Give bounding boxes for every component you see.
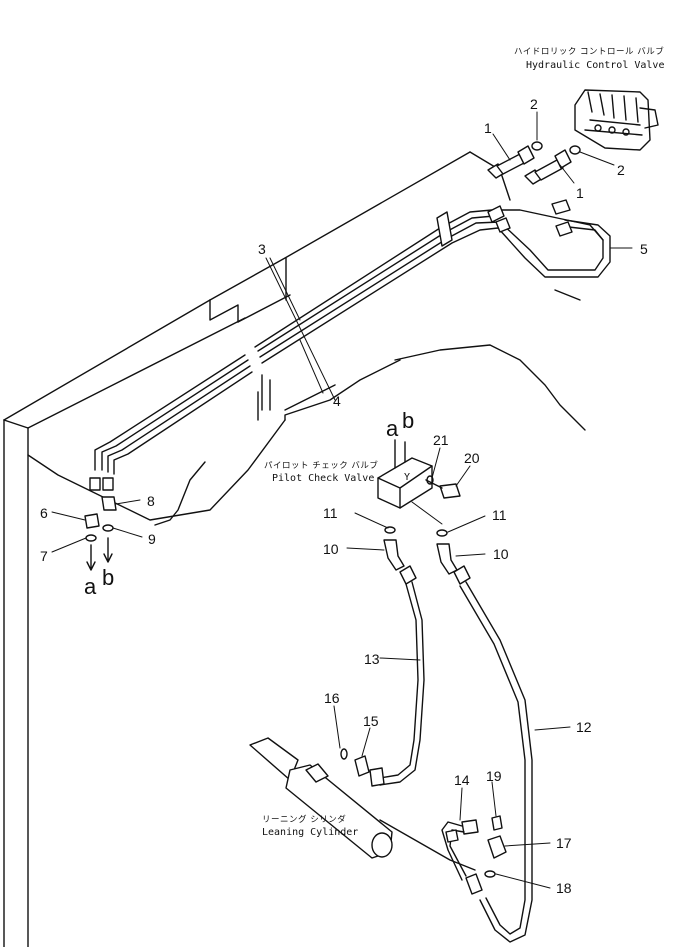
connector-b-left: b (102, 565, 114, 590)
callout-1-upper: 1 (484, 120, 492, 136)
callout-21: 21 (433, 432, 449, 448)
pilot-check-valve: Y (377, 439, 433, 509)
lc-label-jp: リーニング シリンダ (262, 814, 346, 825)
callout-1-lower: 1 (576, 185, 584, 201)
connector-8 (101, 496, 117, 511)
leaning-cylinder (249, 737, 476, 871)
connector-a-left: a (84, 574, 97, 599)
pcv-label-jp: パイロット チェック バルブ (264, 460, 378, 471)
pipe-clamp (436, 211, 453, 247)
hcv-label-en: Hydraulic Control Valve (526, 60, 664, 71)
callout-15: 15 (363, 713, 379, 729)
callout-6: 6 (40, 505, 48, 521)
o-ring-11-right-leader (411, 501, 443, 525)
elbow-10-left (383, 539, 405, 571)
arrow-a-left (86, 544, 96, 571)
o-ring-16 (340, 748, 348, 760)
o-ring-7 (85, 534, 97, 542)
o-ring-18 (484, 870, 496, 878)
callout-11-left: 11 (323, 505, 338, 521)
plug-19 (491, 815, 503, 831)
callout-4: 4 (333, 393, 341, 409)
callout-7: 7 (40, 548, 48, 564)
callout-2-upper: 2 (530, 96, 538, 112)
elbow-10-right (436, 543, 458, 575)
pipe-4 (107, 209, 611, 475)
leader-lines (51, 111, 633, 889)
left-pipe-ends (89, 477, 114, 491)
hose-14 (441, 819, 479, 881)
hose-13 (369, 565, 425, 787)
arrow-b-left (103, 537, 113, 563)
callout-17: 17 (556, 835, 572, 851)
callout-10-left: 10 (323, 541, 339, 557)
callout-2-lower: 2 (617, 162, 625, 178)
pipe-end-fittings (487, 199, 573, 237)
callout-12: 12 (576, 719, 592, 735)
connector-6 (84, 513, 100, 529)
callout-3: 3 (258, 241, 266, 257)
bolt-20 (425, 479, 461, 499)
callout-8: 8 (147, 493, 155, 509)
hose-12 (453, 565, 533, 943)
callout-18: 18 (556, 880, 572, 896)
pcv-label-en: Pilot Check Valve (272, 473, 374, 484)
callout-5: 5 (640, 241, 648, 257)
callout-19: 19 (486, 768, 502, 784)
callout-9: 9 (148, 531, 156, 547)
callout-10-right: 10 (493, 546, 509, 562)
connector-b-top: b (402, 408, 414, 433)
o-ring-11-right (436, 529, 448, 537)
elbow-1-lower (524, 149, 572, 185)
callout-13: 13 (364, 651, 380, 667)
hydraulic-control-valve (574, 89, 659, 151)
callout-11-right: 11 (492, 507, 507, 523)
callout-16: 16 (324, 690, 340, 706)
o-ring-2-upper (531, 141, 543, 151)
elbow-1-upper (487, 145, 535, 179)
connector-15 (354, 755, 370, 777)
hcv-label-jp: ハイドロリック コントロール バルブ (514, 46, 664, 57)
callout-20: 20 (464, 450, 480, 466)
o-ring-11-left (384, 526, 396, 534)
lc-label-en: Leaning Cylinder (262, 827, 358, 838)
o-ring-2-lower (569, 145, 581, 155)
connector-a-top: a (386, 416, 399, 441)
svg-text:Y: Y (404, 472, 410, 483)
callout-14: 14 (454, 772, 470, 788)
connector-17 (487, 835, 507, 859)
o-ring-9 (102, 524, 114, 532)
washer-21 (426, 475, 434, 485)
pipe-3 (94, 209, 495, 471)
